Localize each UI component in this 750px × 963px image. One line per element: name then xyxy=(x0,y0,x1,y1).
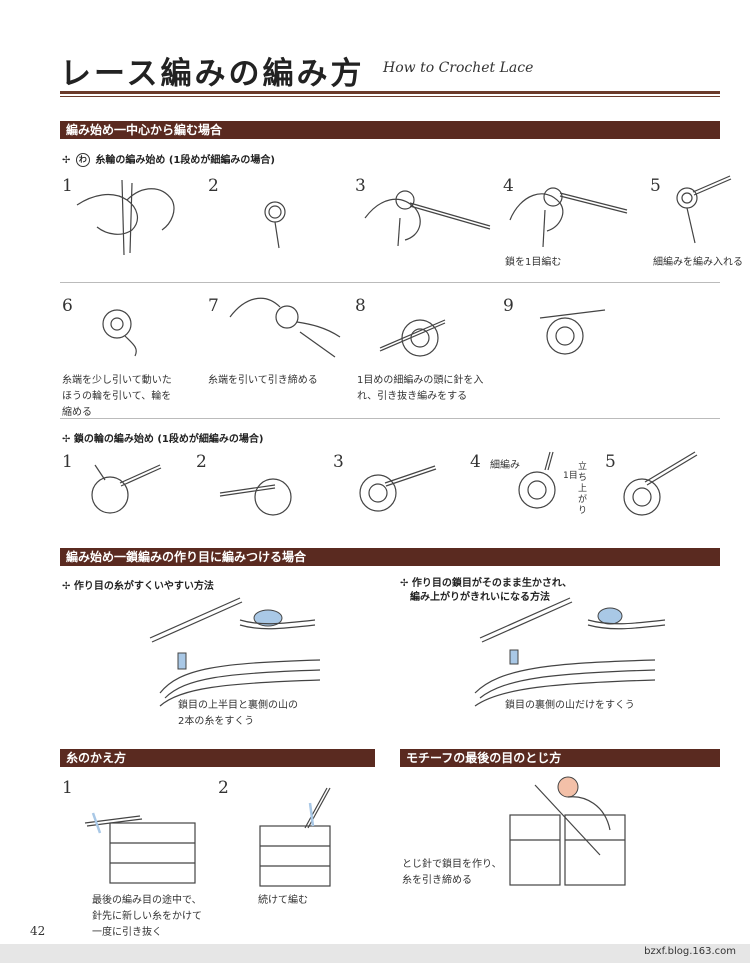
ring-pull-illustration xyxy=(102,309,137,357)
divider xyxy=(60,282,720,283)
step-number: 1 xyxy=(62,452,73,472)
step-number: 2 xyxy=(196,452,207,472)
step-number: 4 xyxy=(470,452,481,472)
step-number: 3 xyxy=(333,452,344,472)
step-caption: 鎖を1目編む xyxy=(505,257,562,268)
step-caption: 1目めの細編みの頭に針を入 れ、引き抜き編みをする xyxy=(357,375,484,402)
single-crochet-illustration xyxy=(676,175,732,244)
label-standing-chain: 立ち上がり xyxy=(578,462,588,516)
page-subtitle: How to Crochet Lace xyxy=(383,60,534,76)
foundation-chain-left-illustration xyxy=(149,597,321,707)
step-number: 1 xyxy=(62,176,73,196)
chain-ring-1-illustration xyxy=(91,464,162,514)
change-yarn-2-illustration xyxy=(259,787,331,887)
change-yarn-caption-1: 最後の編み目の途中で、 針先に新しい糸をかけて 一度に引き抜く xyxy=(92,895,202,938)
page-number: 42 xyxy=(30,924,46,938)
chain-one-illustration xyxy=(509,187,628,248)
subsection-chain-ring: ✢ 鎖の輪の編み始め (1段めが細編みの場合) xyxy=(62,430,263,445)
step-caption: 糸端を少し引いて動いた ほうの輪を引いて、輪を 縮める xyxy=(62,375,172,418)
motif-finish-caption: とじ針で鎖目を作り、 糸を引き締める xyxy=(402,859,502,886)
subsection-ring-start: ✢ わ 糸輪の編み始め (1段めが細編みの場合) xyxy=(62,151,275,167)
cross-mark-icon: ✢ xyxy=(400,578,409,589)
cross-mark-icon: ✢ xyxy=(62,155,71,166)
hand-wrap-illustration xyxy=(76,179,175,256)
subsection-chain-title: 鎖の輪の編み始め (1段めが細編みの場合) xyxy=(73,434,264,445)
change-yarn-caption-2: 続けて編む xyxy=(258,895,308,906)
section-bar-center-start: 編み始め一中心から編む場合 xyxy=(60,121,720,139)
method-title-right: ✢ 作り目の鎖目がそのまま生かされ、 編み上がりがきれいになる方法 xyxy=(400,578,572,603)
method-caption-right: 鎖目の裏側の山だけをすくう xyxy=(505,700,635,711)
section-bar-chain-foundation: 編み始め一鎖編みの作り目に編みつける場合 xyxy=(60,548,720,566)
footer-strip xyxy=(0,944,750,963)
step-number: 3 xyxy=(355,176,366,196)
source-watermark: bzxf.blog.163.com xyxy=(644,946,736,957)
title-rule-thin xyxy=(60,96,720,97)
step-number: 4 xyxy=(503,176,514,196)
step-number: 5 xyxy=(605,452,616,472)
ring-tag-icon: わ xyxy=(75,153,90,167)
step-number: 7 xyxy=(208,296,219,316)
pull-tail-illustration xyxy=(229,297,341,358)
step-number: 6 xyxy=(62,296,73,316)
step-number: 9 xyxy=(503,296,514,316)
subsection-ring-title: 糸輪の編み始め (1段めが細編みの場合) xyxy=(95,155,275,166)
slip-stitch-illustration xyxy=(379,319,446,357)
chain-ring-5-illustration xyxy=(623,451,698,516)
cross-mark-icon: ✢ xyxy=(62,434,71,445)
chain-ring-2-illustration xyxy=(219,478,292,516)
label-one-stitch: 1目 xyxy=(563,471,578,481)
page-title: レース編みの編み方 xyxy=(60,56,365,92)
section-bar-change-yarn: 糸のかえ方 xyxy=(60,749,375,767)
step-caption: 細編みを編み入れる xyxy=(653,257,743,268)
step-number: 1 xyxy=(62,778,73,798)
section-bar-motif-finish: モチーフの最後の目のとじ方 xyxy=(400,749,720,767)
method-caption-left: 鎖目の上半目と裏側の山の 2本の糸をすくう xyxy=(178,700,298,727)
title-rule xyxy=(60,91,720,94)
divider xyxy=(60,418,720,419)
cross-mark-icon: ✢ xyxy=(62,581,71,592)
step-number: 2 xyxy=(218,778,229,798)
yarn-loop-illustration xyxy=(264,201,286,249)
step-caption: 糸端を引いて引き締める xyxy=(208,375,318,386)
foundation-chain-right-illustration xyxy=(474,597,666,707)
step-number: 5 xyxy=(650,176,661,196)
finished-round-illustration xyxy=(539,309,606,355)
motif-finish-illustration xyxy=(509,776,626,886)
hook-in-ring-illustration xyxy=(364,190,491,247)
step-number: 2 xyxy=(208,176,219,196)
chain-ring-3-illustration xyxy=(359,465,437,512)
change-yarn-1-illustration xyxy=(84,812,196,884)
method-title-left: ✢ 作り目の糸がすくいやすい方法 xyxy=(62,581,214,592)
step-number: 8 xyxy=(355,296,366,316)
chain-ring-4-illustration xyxy=(518,451,556,509)
label-single-crochet: 細編み xyxy=(490,460,520,471)
